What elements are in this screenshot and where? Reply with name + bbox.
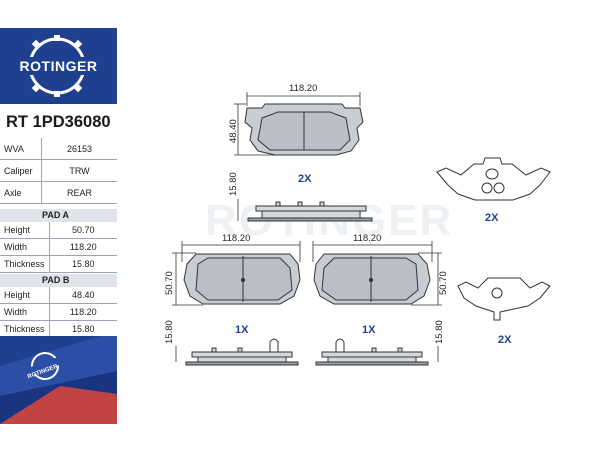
- pad-a-left-thickness-label: 15.80: [164, 320, 175, 344]
- pad-a-right-dimension-lines: [312, 241, 442, 362]
- pad-a-left-side-view: [185, 338, 299, 366]
- spec-value: 26153: [41, 138, 117, 160]
- pad-a-heading: PAD A: [0, 209, 117, 222]
- shim-a: [457, 277, 551, 321]
- shim-b: [436, 157, 551, 201]
- pad-b-qty: 2X: [298, 173, 312, 185]
- spec-value: 118.20: [49, 238, 117, 256]
- spec-key: Axle: [0, 181, 42, 204]
- pad-b-width-label: 118.20: [289, 83, 317, 94]
- spec-row: Height 50.70: [0, 222, 117, 239]
- pad-a-right-side-view: [315, 338, 429, 366]
- spec-row: Thickness 15.80: [0, 255, 117, 273]
- spec-row: Caliper TRW: [0, 159, 117, 182]
- spec-row: Width 118.20: [0, 238, 117, 256]
- pad-a-left-dimension-lines: [172, 241, 301, 362]
- pad-a-right-front-view: [313, 253, 431, 305]
- technical-drawing: ROTINGER 118.20 48.40 2X 15.80: [120, 24, 594, 420]
- brand-name: ROTINGER: [19, 58, 98, 74]
- spec-value: 48.40: [49, 287, 117, 304]
- pad-b-side-view: [247, 201, 373, 222]
- spec-sidebar: ROTINGER RT 1PD36080 WVA 26153 Caliper T…: [0, 0, 117, 424]
- spec-row: Height 48.40: [0, 287, 117, 304]
- spec-row: Width 118.20: [0, 303, 117, 321]
- pad-b-thickness-label: 15.80: [228, 172, 239, 196]
- spec-key: Height: [0, 222, 50, 239]
- spec-value: 15.80: [49, 255, 117, 273]
- spec-key: Width: [0, 238, 50, 256]
- drawing-canvas: ROTINGER 118.20 48.40 2X 15.80: [164, 83, 551, 366]
- spec-key: Height: [0, 287, 50, 304]
- right-margin: [594, 0, 600, 450]
- spec-value: 50.70: [49, 222, 117, 239]
- spec-key: Caliper: [0, 159, 42, 182]
- spec-key: Width: [0, 303, 50, 321]
- pad-a-left-qty: 1X: [235, 324, 249, 336]
- pad-b-dimension-lines: [234, 92, 361, 221]
- spec-row: Thickness 15.80: [0, 320, 117, 338]
- product-box-image: ROTINGER: [0, 336, 117, 424]
- spec-value: REAR: [41, 181, 117, 204]
- pad-b-spec-table: Height 48.40 Width 118.20 Thickness 15.8…: [0, 287, 117, 338]
- spec-row: Axle REAR: [0, 181, 117, 204]
- bottom-margin: [0, 424, 600, 450]
- spec-key: Thickness: [0, 320, 50, 338]
- shim-a-qty: 2X: [498, 334, 512, 346]
- pad-b-front-view: [244, 103, 364, 156]
- spec-value: TRW: [41, 159, 117, 182]
- pad-a-right-thickness-label: 15.80: [434, 320, 445, 344]
- pad-b-heading: PAD B: [0, 274, 117, 287]
- pad-a-right-width-label: 118.20: [353, 233, 381, 244]
- spec-key: WVA: [0, 138, 42, 160]
- spec-value: 15.80: [49, 320, 117, 338]
- general-spec-table: WVA 26153 Caliper TRW Axle REAR: [0, 138, 117, 204]
- spec-value: 118.20: [49, 303, 117, 321]
- pad-a-spec-table: Height 50.70 Width 118.20 Thickness 15.8…: [0, 222, 117, 273]
- pad-a-left-width-label: 118.20: [222, 233, 250, 244]
- shim-b-qty: 2X: [485, 212, 499, 224]
- brand-logo-icon: [19, 35, 95, 97]
- part-number: RT 1PD36080: [0, 107, 117, 137]
- product-box-icon: ROTINGER: [0, 336, 117, 424]
- spec-row: WVA 26153: [0, 138, 117, 160]
- pad-b-height-label: 48.40: [228, 119, 239, 143]
- pad-a-left-height-label: 50.70: [164, 271, 175, 295]
- pad-a-right-qty: 1X: [362, 324, 376, 336]
- spec-key: Thickness: [0, 255, 50, 273]
- pad-a-right-height-label: 50.70: [438, 271, 449, 295]
- pad-a-left-front-view: [183, 253, 301, 305]
